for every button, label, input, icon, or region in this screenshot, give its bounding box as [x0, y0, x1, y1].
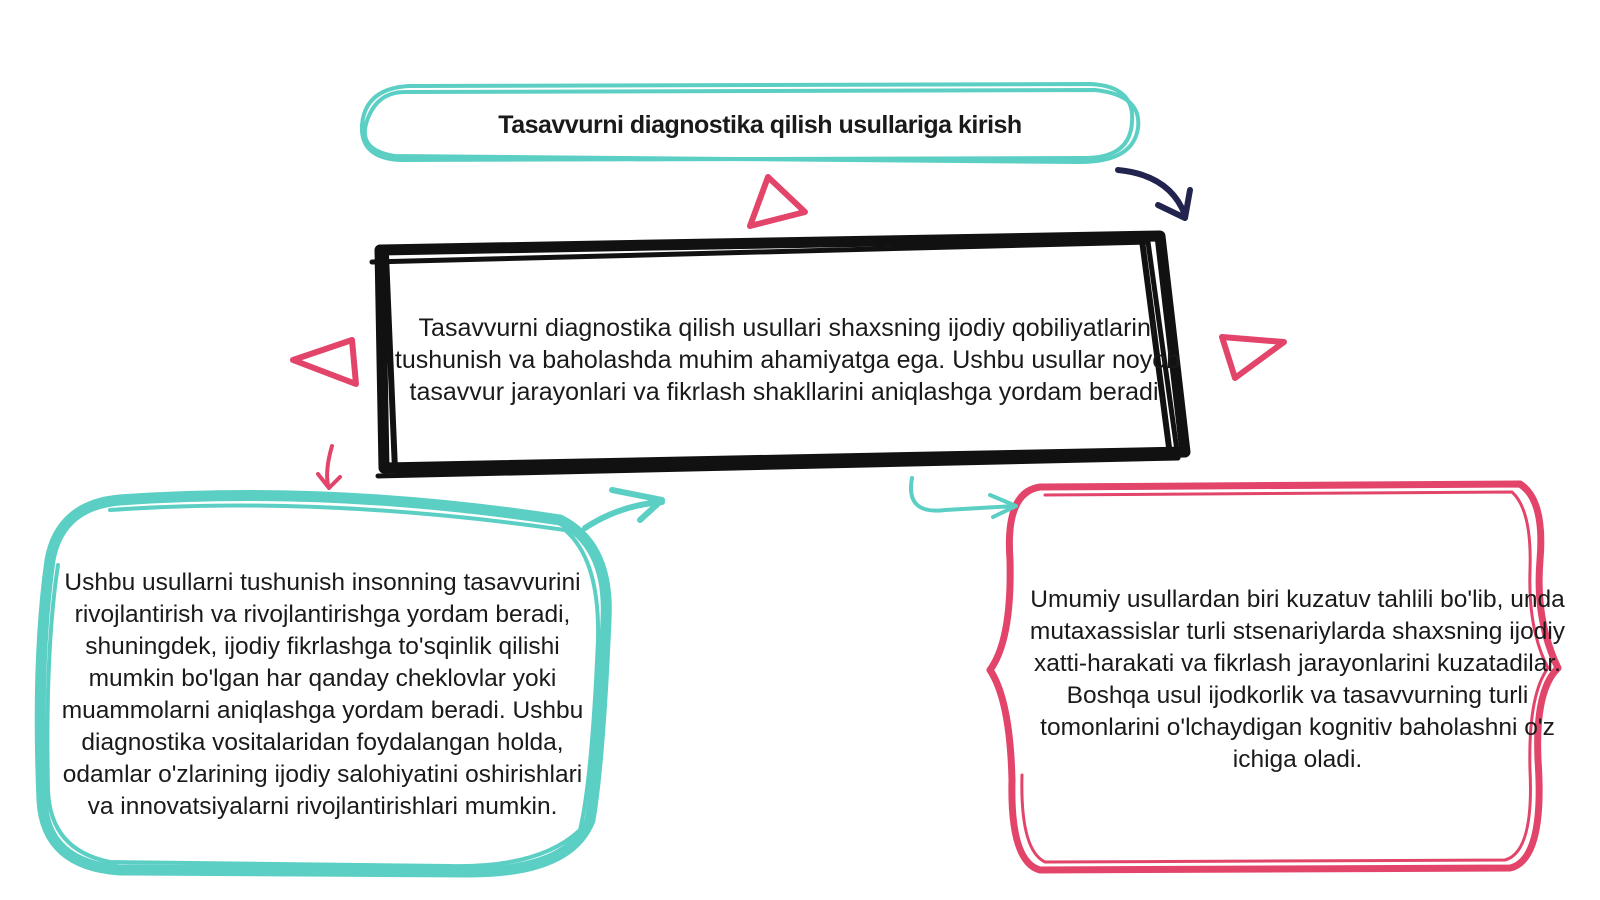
- triangle-icon: [747, 174, 808, 229]
- center-box: [369, 230, 1191, 479]
- right-text: Umumiy usullardan biri kuzatuv tahlili b…: [1029, 586, 1566, 773]
- title-text: Tasavvurni diagnostika qilish usullariga…: [498, 110, 1022, 139]
- curved-arrow-icon: [909, 476, 1018, 519]
- triangle-icon: [290, 337, 359, 387]
- left-text: Ushbu usullarni tushunish insonning tasa…: [61, 569, 584, 820]
- triangle-icon: [1219, 334, 1287, 381]
- curved-arrow-icon: [316, 444, 342, 490]
- left-box: [34, 490, 612, 878]
- center-text: Tasavvurni diagnostika qilish usullari s…: [394, 314, 1181, 406]
- title-pill: [359, 81, 1141, 165]
- curved-arrow-icon: [582, 487, 665, 531]
- right-box: [986, 480, 1562, 874]
- curved-arrow-icon: [1115, 167, 1193, 221]
